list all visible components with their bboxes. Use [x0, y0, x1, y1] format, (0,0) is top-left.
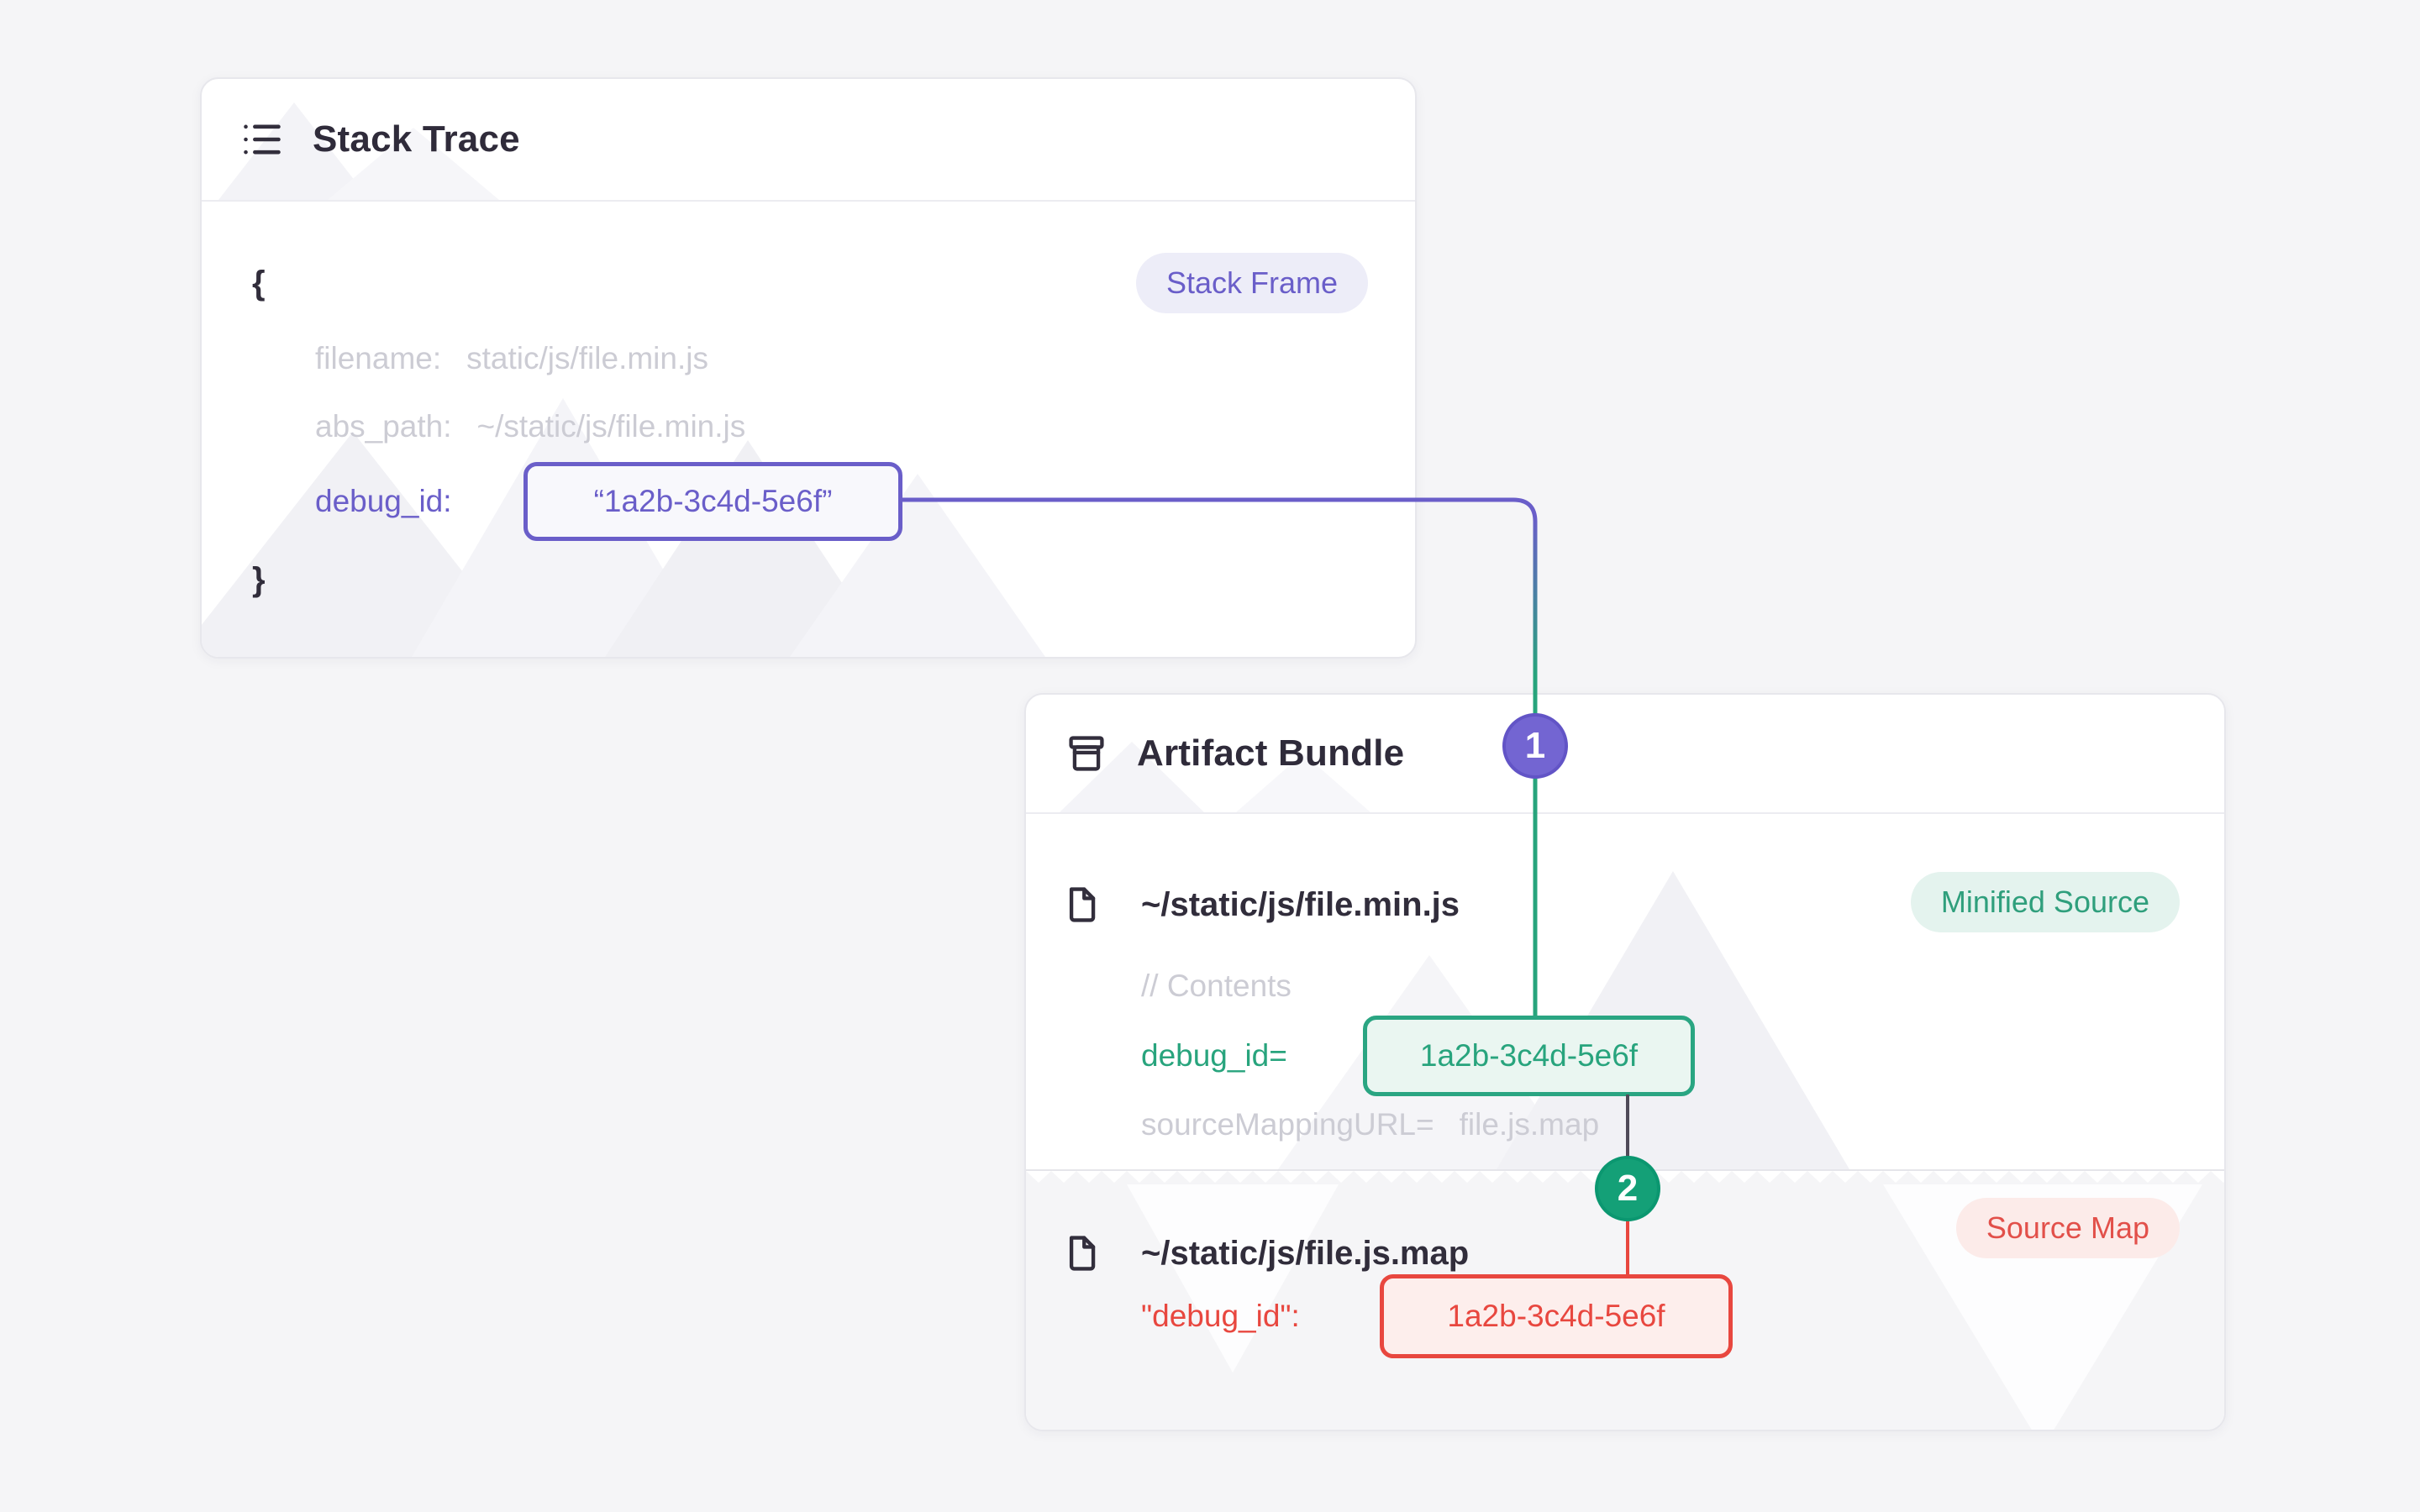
- close-brace: }: [252, 560, 266, 598]
- open-brace: {: [252, 264, 266, 302]
- bundle-debug-id-line: debug_id=: [1141, 1034, 1287, 1078]
- minified-file-path: ~/static/js/file.min.js: [1141, 885, 1460, 923]
- stack-trace-card: Stack Trace Stack Frame { filename: stat…: [200, 77, 1417, 659]
- source-map-badge: Source Map: [1955, 1198, 2180, 1258]
- bundle-debug-id-key: debug_id=: [1141, 1038, 1287, 1073]
- source-mapping-url-key: sourceMappingURL=: [1141, 1107, 1434, 1142]
- bundle-debug-id-value: 1a2b-3c4d-5e6f: [1419, 1038, 1639, 1073]
- list-icon: [244, 124, 281, 155]
- stack-frame-badge: Stack Frame: [1135, 253, 1368, 313]
- artifact-bundle-card: Artifact Bundle ~/static/js/file.min.js …: [1024, 693, 2226, 1431]
- filename-key: filename:: [315, 341, 442, 375]
- file-icon: [1069, 1236, 1096, 1271]
- map-debug-id-box: 1a2b-3c4d-5e6f: [1380, 1274, 1733, 1358]
- abs-path-value: ~/static/js/file.min.js: [476, 409, 746, 444]
- debug-id-key: debug_id:: [315, 484, 452, 518]
- stack-debug-id-box: “1a2b-3c4d-5e6f”: [523, 462, 902, 541]
- stack-frame-badge-label: Stack Frame: [1165, 265, 1338, 300]
- file-icon: [1069, 887, 1096, 922]
- stack-trace-title: Stack Trace: [313, 118, 520, 160]
- stack-trace-header: Stack Trace: [202, 79, 1415, 202]
- artifact-bundle-header: Artifact Bundle: [1026, 695, 2224, 814]
- filename-line: filename: static/js/file.min.js: [315, 337, 708, 381]
- source-mapping-url-line: sourceMappingURL= file.js.map: [1141, 1103, 1599, 1147]
- minified-source-badge: Minified Source: [1910, 872, 2180, 932]
- step-1-badge: 1: [1502, 713, 1568, 779]
- bundle-debug-id-box: 1a2b-3c4d-5e6f: [1363, 1016, 1695, 1096]
- map-debug-id-value: 1a2b-3c4d-5e6f: [1447, 1299, 1665, 1333]
- artifact-bundle-title: Artifact Bundle: [1137, 732, 1405, 774]
- abs-path-line: abs_path: ~/static/js/file.min.js: [315, 405, 745, 449]
- source-map-file-path: ~/static/js/file.js.map: [1141, 1234, 1470, 1272]
- archive-box-icon: [1069, 736, 1104, 771]
- debug-id-line: debug_id:: [315, 480, 452, 523]
- map-debug-id-line: "debug_id":: [1141, 1294, 1300, 1338]
- map-debug-id-key: "debug_id":: [1141, 1299, 1300, 1333]
- step-2-number: 2: [1617, 1168, 1639, 1209]
- stack-debug-id-value: “1a2b-3c4d-5e6f”: [593, 484, 833, 518]
- contents-comment: // Contents: [1141, 969, 1292, 1003]
- step-1-number: 1: [1524, 725, 1546, 766]
- step-2-badge: 2: [1595, 1156, 1660, 1221]
- abs-path-key: abs_path:: [315, 409, 452, 444]
- minified-source-badge-label: Minified Source: [1940, 885, 2149, 919]
- filename-value: static/js/file.min.js: [466, 341, 708, 375]
- source-map-badge-label: Source Map: [1986, 1210, 2149, 1245]
- source-mapping-url-value: file.js.map: [1459, 1107, 1600, 1142]
